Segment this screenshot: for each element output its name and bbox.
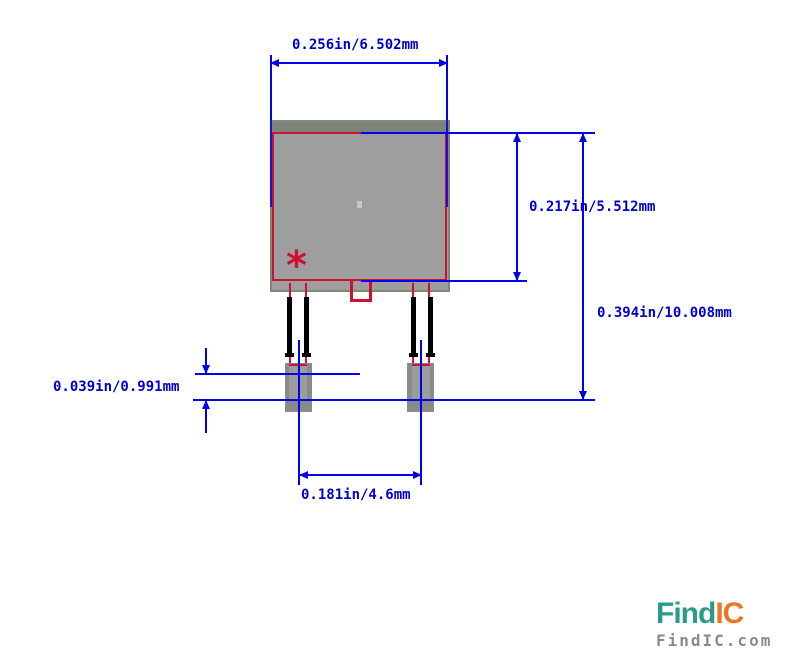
- pin-bar-foot: [426, 353, 435, 357]
- logo-text-find: Find: [656, 597, 716, 630]
- package-body-top-band: [272, 122, 448, 133]
- dimension-label-pin-pitch: 0.181in/4.6mm: [301, 487, 411, 503]
- arrow-up-icon: [202, 400, 210, 409]
- pin-bar-foot: [409, 353, 418, 357]
- pin-bar-foot: [285, 353, 294, 357]
- logo-text-ic: IC: [715, 597, 744, 630]
- dimension-leader-upper: [205, 348, 207, 374]
- extension-line-overlay: [270, 120, 272, 207]
- arrow-right-icon: [439, 59, 448, 67]
- pin-bar: [428, 297, 433, 356]
- arrow-up-icon: [513, 133, 521, 142]
- dimension-label-total-height: 0.394in/10.008mm: [597, 305, 732, 321]
- pin-bar: [287, 297, 292, 356]
- body-center-watermark: [357, 201, 362, 208]
- dimension-label-body-height: 0.217in/5.512mm: [529, 199, 656, 215]
- reference-line-pad-bottom: [193, 399, 595, 401]
- pin1-marker: *: [286, 243, 307, 289]
- center-tab-outline: [350, 281, 372, 302]
- dimension-line-pin-pitch: [299, 474, 422, 476]
- pin-bar: [304, 297, 309, 356]
- extension-line-overlay: [446, 120, 448, 207]
- pad-centerline-right: [420, 340, 422, 485]
- arrow-left-icon: [270, 59, 279, 67]
- dimension-label-body-width: 0.256in/6.502mm: [292, 37, 419, 53]
- arrow-down-icon: [513, 272, 521, 281]
- dimension-leader-lower: [205, 400, 207, 433]
- extension-line: [270, 55, 272, 120]
- pin-bar: [411, 297, 416, 356]
- arrow-up-icon: [579, 133, 587, 142]
- dimension-label-pad-height: 0.039in/0.991mm: [53, 379, 180, 395]
- dimension-line-body-width: [270, 62, 448, 64]
- findic-logo-domain: FindIC.com: [656, 631, 773, 650]
- reference-line-pad-top: [195, 373, 360, 375]
- pin-bar-foot: [302, 353, 311, 357]
- dimension-line-body-height: [516, 133, 518, 281]
- findic-logo-wordmark: FindIC: [656, 597, 786, 631]
- findic-logo[interactable]: FindIC FindIC.com: [656, 597, 786, 651]
- pad-centerline-left: [298, 340, 300, 485]
- extension-line: [446, 55, 448, 120]
- reference-line-body-bottom: [361, 280, 527, 282]
- arrow-down-icon: [579, 391, 587, 400]
- reference-line-body-top: [361, 132, 595, 134]
- arrow-right-icon: [413, 471, 422, 479]
- dimension-line-total-height: [582, 133, 584, 400]
- arrow-down-icon: [202, 365, 210, 374]
- arrow-left-icon: [299, 471, 308, 479]
